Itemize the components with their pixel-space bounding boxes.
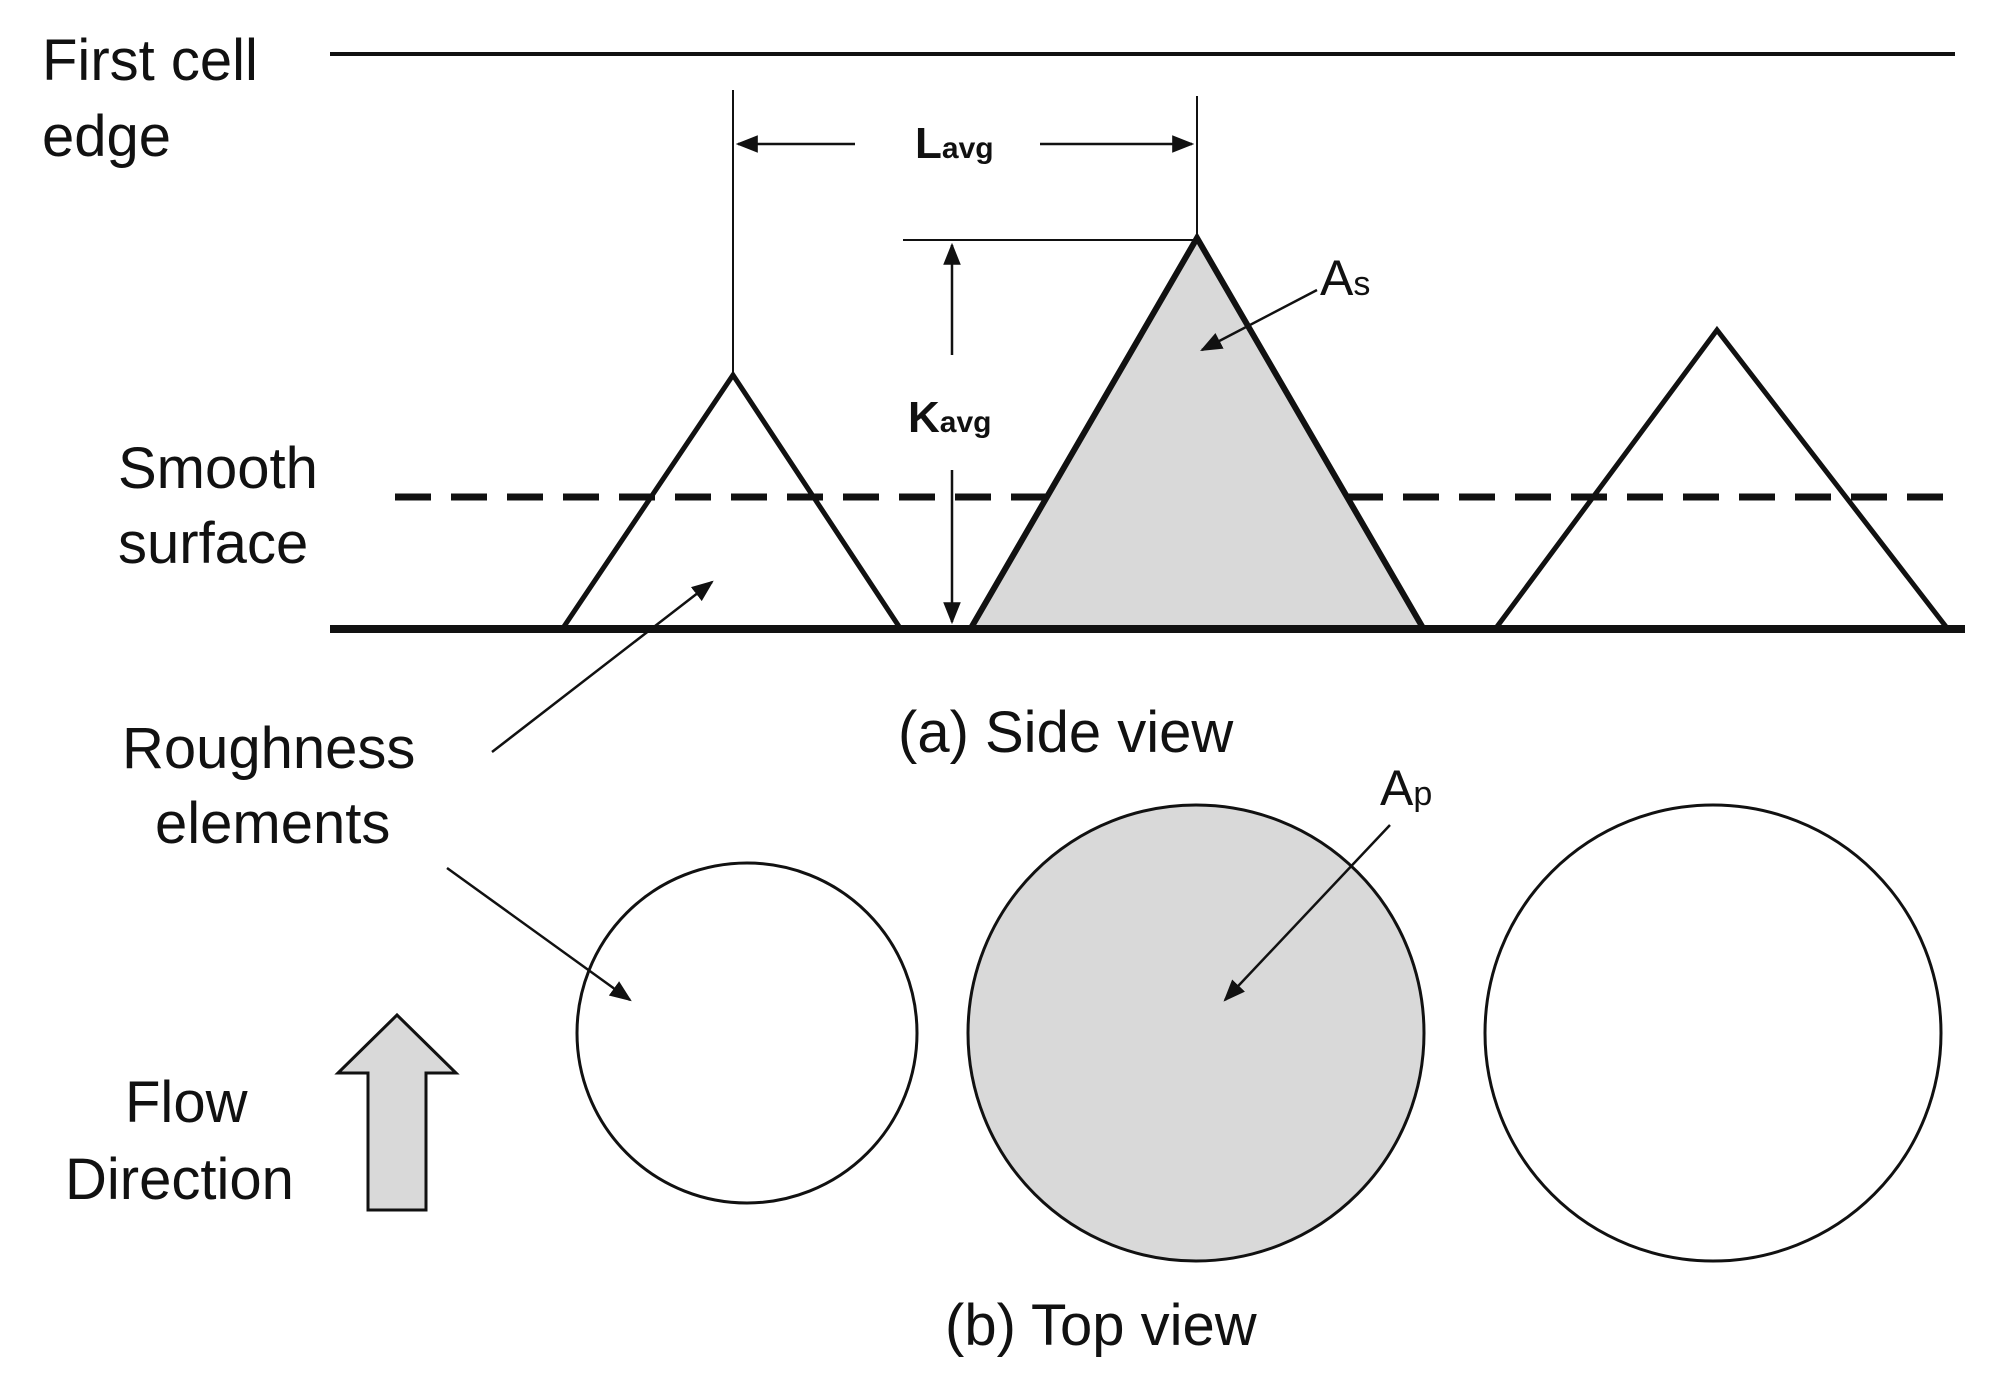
first-cell-edge-label-2: edge <box>42 104 171 169</box>
plan-area-pointer <box>1223 824 1391 1002</box>
roughness-element-top-2-highlighted <box>966 803 1426 1263</box>
first-cell-edge-label-1: First cell <box>42 28 258 93</box>
smooth-surface-label-1: Smooth <box>118 436 318 501</box>
roughness-pointer-side <box>491 580 714 753</box>
roughness-element-side-1 <box>560 370 903 630</box>
smooth-surface-label-2: surface <box>118 511 308 576</box>
side-area-label: As <box>1320 250 1370 306</box>
top-view-caption: (b) Top view <box>945 1293 1258 1358</box>
roughness-elements-label-2: elements <box>155 791 390 856</box>
flow-direction-label-1: Flow <box>125 1070 249 1135</box>
height-label: Kavg <box>908 393 991 442</box>
flow-direction-label-2: Direction <box>65 1147 294 1212</box>
side-area-pointer <box>1200 288 1318 352</box>
roughness-element-top-3 <box>1483 803 1943 1263</box>
side-view-caption: (a) Side view <box>898 700 1234 765</box>
flow-direction-arrow-icon <box>334 1012 460 1212</box>
spacing-label: Lavg <box>915 119 994 168</box>
roughness-element-side-3 <box>1493 325 1949 630</box>
roughness-pointer-top <box>446 866 632 1002</box>
roughness-element-top-1 <box>575 861 919 1205</box>
plan-area-label: Ap <box>1380 760 1432 816</box>
roughness-elements-label-1: Roughness <box>122 716 415 781</box>
